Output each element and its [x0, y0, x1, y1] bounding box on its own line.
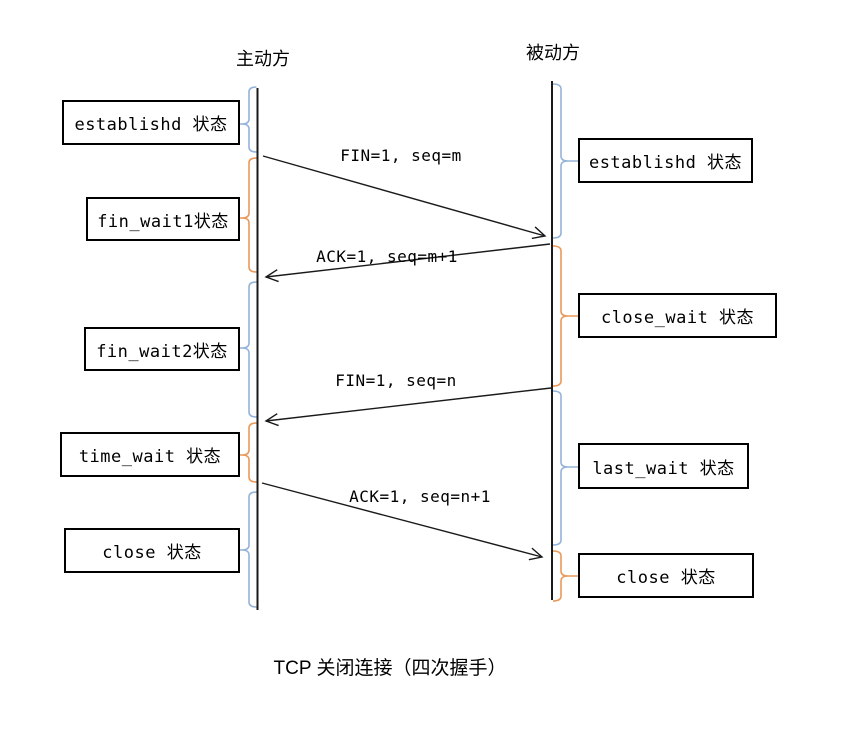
- state-box-left-time-wait: time_wait 状态: [60, 432, 240, 477]
- actor-label-passive: 被动方: [526, 43, 580, 63]
- bracket-left-close: [240, 491, 257, 608]
- arrow-ack-seq-m1: [264, 243, 551, 283]
- message-label-fin-seq-n: FIN=1, seq=n: [335, 371, 457, 390]
- state-box-right-establishd: establishd 状态: [578, 138, 753, 183]
- message-label-fin-seq-m: FIN=1, seq=m: [340, 146, 462, 165]
- diagram-caption: TCP 关闭连接（四次握手）: [273, 658, 507, 679]
- state-box-right-close: close 状态: [578, 553, 754, 598]
- state-box-left-fin-wait2: fin_wait2状态: [84, 327, 240, 371]
- arrow-ack-seq-n1: [261, 482, 544, 561]
- actor-label-active: 主动方: [236, 49, 290, 69]
- bracket-left-fin-wait1: [240, 157, 257, 273]
- message-label-ack-seq-n1: ACK=1, seq=n+1: [349, 487, 491, 506]
- bracket-left-time-wait: [240, 422, 257, 483]
- arrow-fin-seq-m: [262, 155, 547, 240]
- bracket-right-establishd: [552, 83, 578, 239]
- state-box-left-establishd: establishd 状态: [62, 100, 240, 145]
- state-box-left-close: close 状态: [64, 528, 240, 573]
- state-box-right-close-wait: close_wait 状态: [578, 293, 777, 338]
- bracket-left-establishd: [240, 86, 257, 153]
- message-label-ack-seq-m1: ACK=1, seq=m+1: [316, 247, 458, 266]
- arrow-fin-seq-n: [264, 387, 552, 427]
- bracket-right-last-wait: [552, 390, 578, 546]
- state-box-left-fin-wait1: fin_wait1状态: [86, 197, 240, 241]
- bracket-left-fin-wait2: [240, 281, 257, 418]
- bracket-right-close: [552, 550, 578, 602]
- bracket-right-close-wait: [552, 245, 578, 387]
- state-box-right-last-wait: last_wait 状态: [578, 443, 749, 489]
